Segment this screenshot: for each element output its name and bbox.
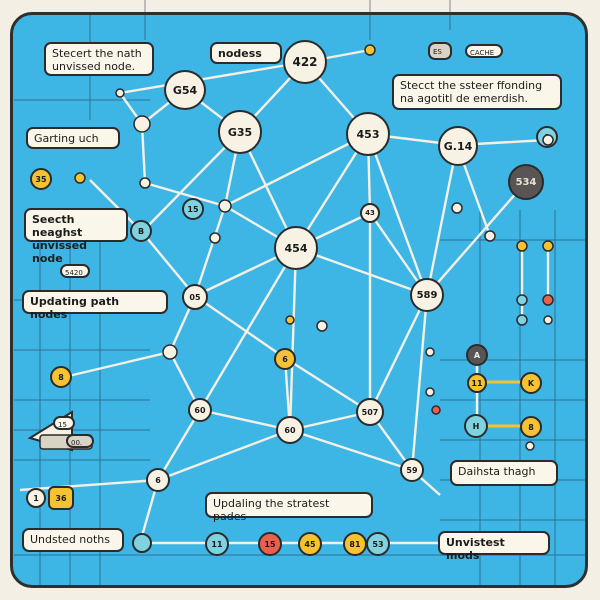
node-a: A: [466, 344, 488, 366]
node-634: G54: [164, 70, 206, 110]
label-select-steer: Stecct the ssteer ffonding na agotitl de…: [392, 74, 562, 110]
tag-cache: CACHE: [465, 44, 503, 58]
tag-es: ES: [428, 42, 452, 60]
node-8-right-b: 8: [536, 126, 558, 148]
label-nodes: nodess: [210, 42, 282, 64]
node-36: 36: [48, 486, 74, 510]
node-bottom-teal: [132, 533, 152, 553]
node-15: 15: [182, 198, 204, 220]
label-unvistest: Unvistest mods: [438, 531, 550, 562]
node-15b: 15: [258, 532, 282, 556]
node-11: 11: [205, 532, 229, 556]
node-422: 422: [283, 40, 327, 84]
label-gating: Garting uch: [26, 127, 120, 149]
label-search: Seecth neaghst unvissed node: [24, 208, 128, 265]
tag-5420: 5420: [60, 264, 90, 278]
node-453: 453: [346, 112, 390, 156]
node-534: 534: [508, 164, 544, 200]
node-05: 05: [182, 284, 208, 310]
label-select-path: Stecert the nath unvissed node.: [44, 42, 154, 76]
node-635: G35: [218, 110, 262, 154]
node-81: 81: [343, 532, 367, 556]
node-b: B: [130, 220, 152, 242]
node-6: 6: [274, 348, 296, 370]
node-614: G.14: [438, 126, 478, 166]
node-1: 1: [26, 488, 46, 508]
node-53: 53: [366, 532, 390, 556]
node-8-right: 8: [520, 416, 542, 438]
node-507: 507: [356, 398, 384, 426]
node-35: 35: [30, 168, 52, 190]
node-8-left: 8: [50, 366, 72, 388]
label-dashing: Daihsta thagh: [450, 460, 558, 486]
node-454: 454: [274, 226, 318, 270]
node-60b: 60: [276, 416, 304, 444]
node-589: 589: [410, 278, 444, 312]
node-60: 60: [188, 398, 212, 422]
node-h: H: [464, 414, 488, 438]
label-unvisted: Undsted noths: [22, 528, 124, 552]
label-updating-path: Updating path nodes: [22, 290, 168, 321]
node-6b: 6: [146, 468, 170, 492]
node-59: 59: [400, 458, 424, 482]
tag-15: 15: [53, 416, 75, 430]
tag-00: 00.: [66, 434, 94, 448]
node-k: K: [520, 372, 542, 394]
node-43: 43: [360, 203, 380, 223]
label-updating-strat: Updaling the stratest pades: [205, 492, 373, 523]
node-11-right: 11: [467, 373, 487, 393]
node-45: 45: [298, 532, 322, 556]
